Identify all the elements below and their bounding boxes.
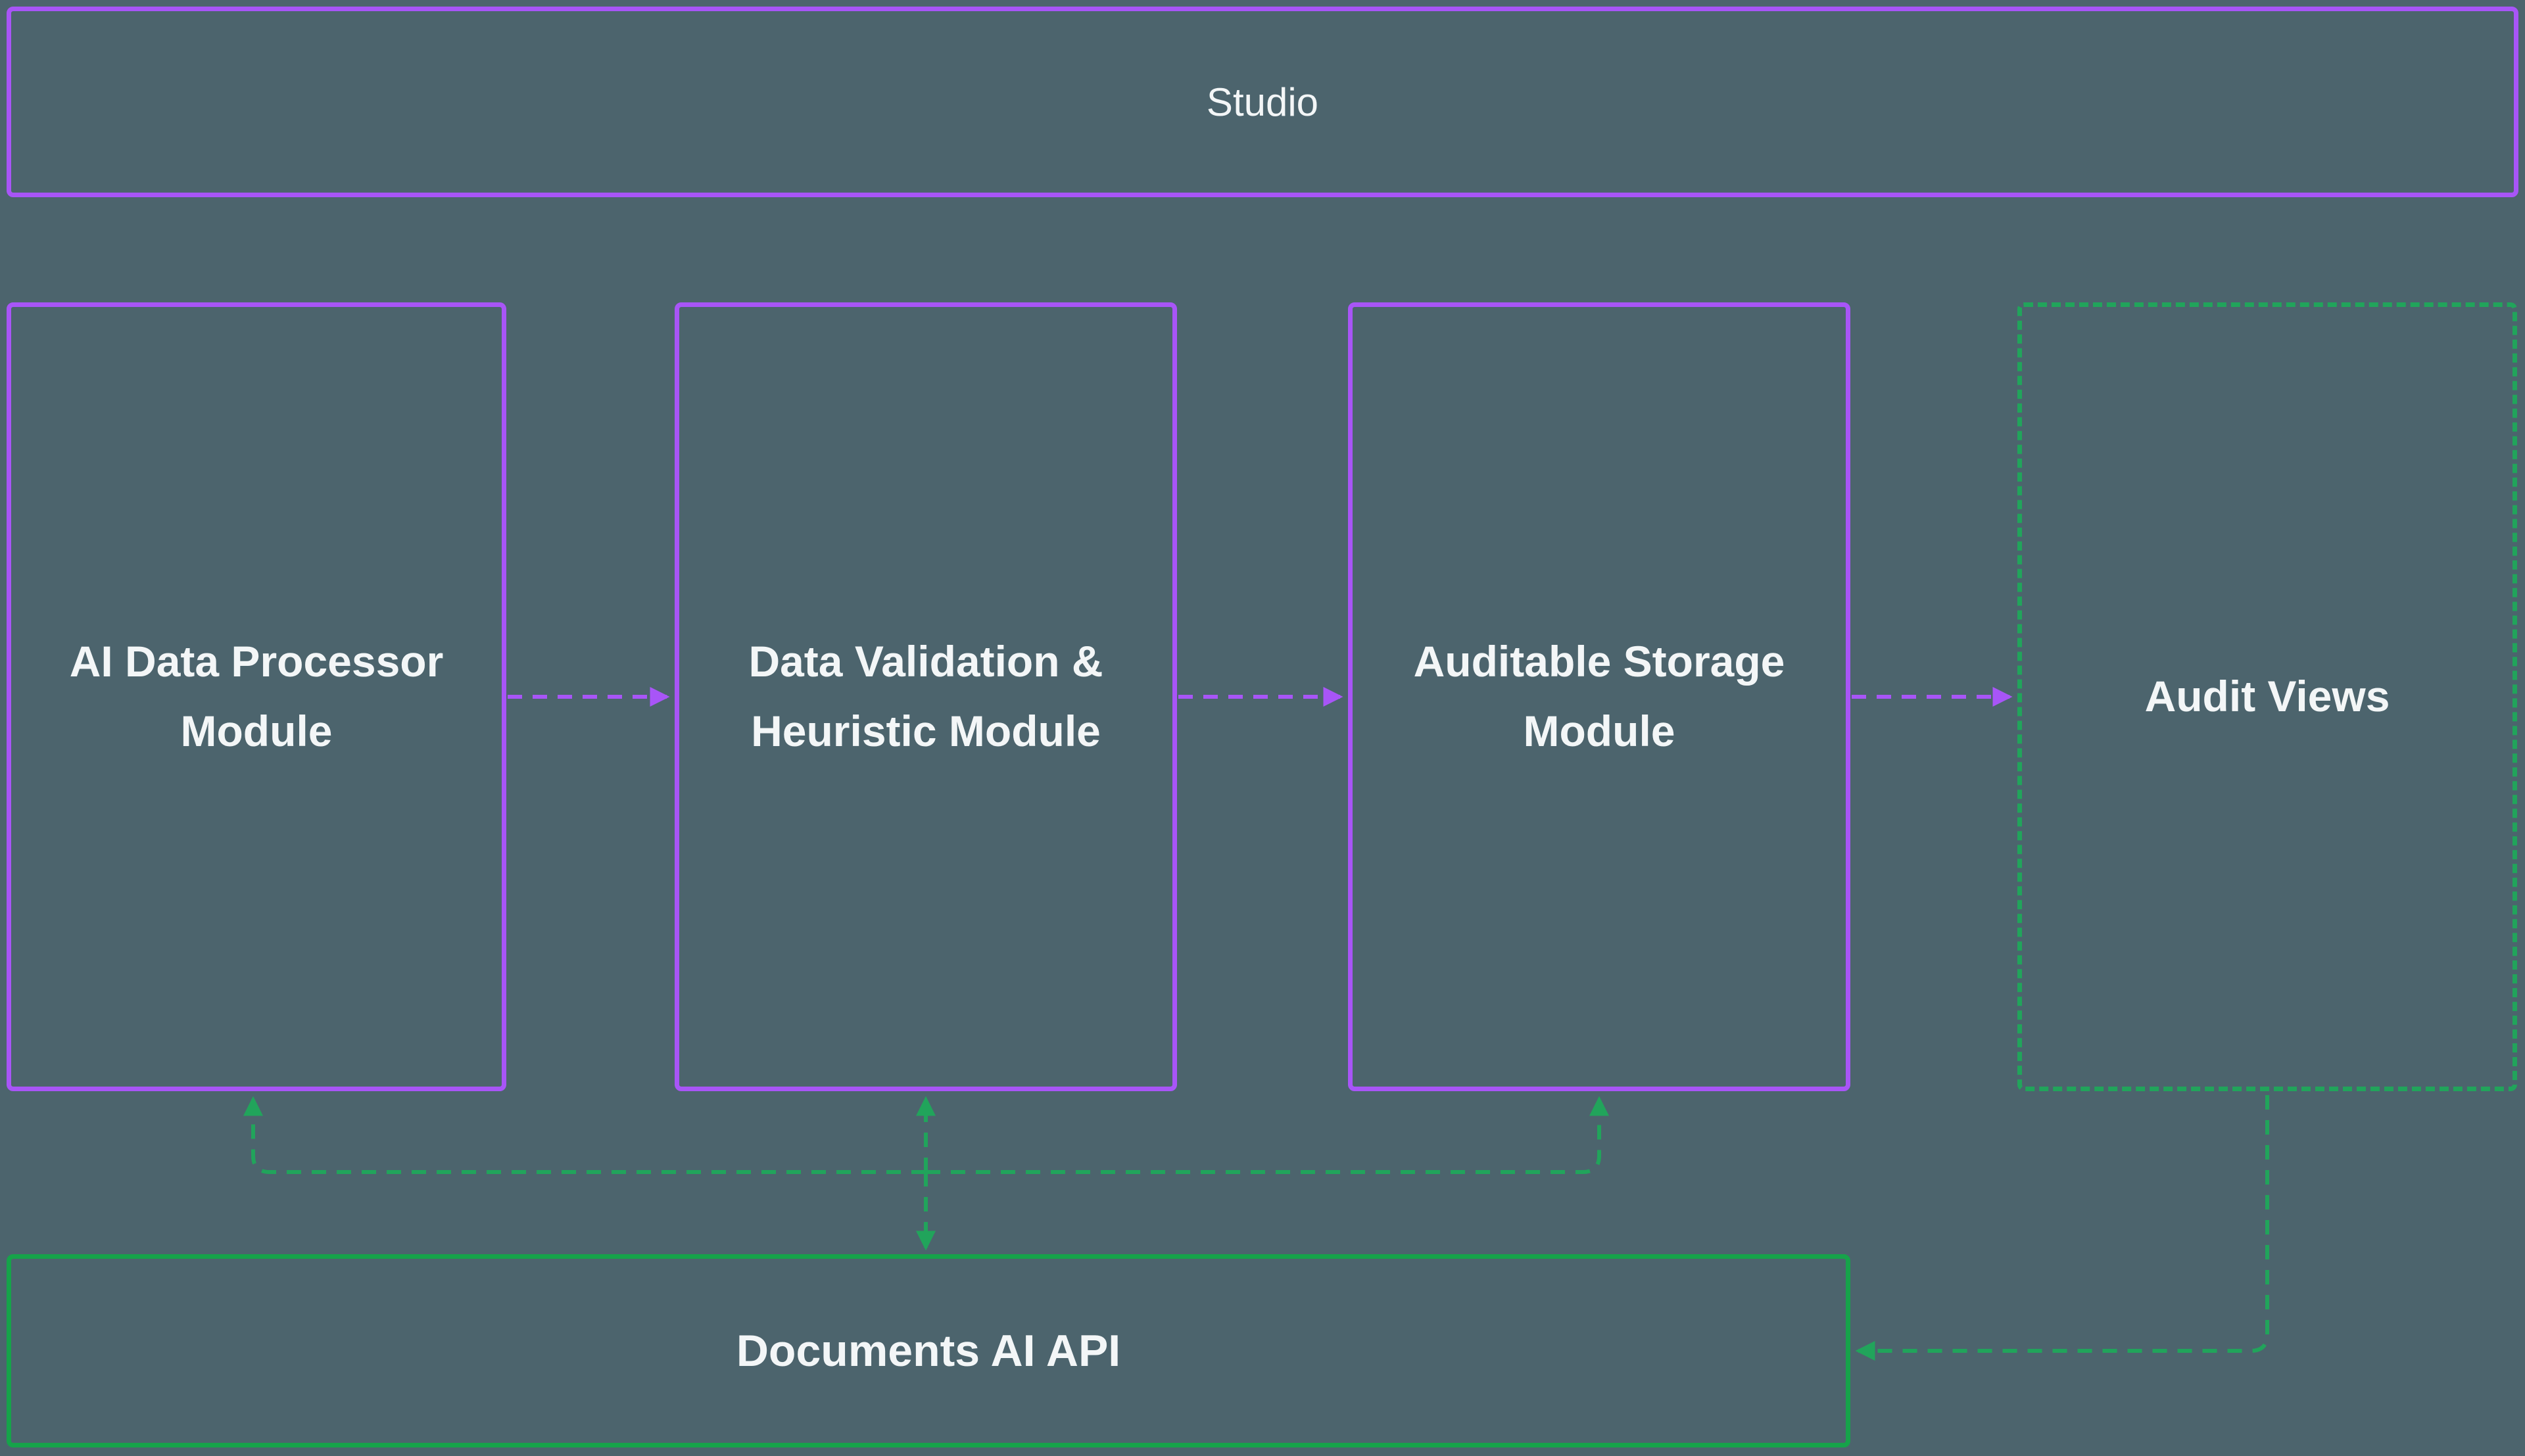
audit-views-node: Audit Views <box>2017 302 2517 1091</box>
arrow-bus-to-storage-module <box>926 1096 1609 1174</box>
ai-data-processor-module-node: AI Data Processor Module <box>7 302 506 1091</box>
audit-views-label: Audit Views <box>2144 672 2390 721</box>
ai-data-processor-module-label: AI Data Processor Module <box>69 637 444 755</box>
data-validation-heuristic-module-node: Data Validation & Heuristic Module <box>675 302 1177 1091</box>
documents-ai-api-node: Documents AI API <box>7 1254 1850 1447</box>
auditable-storage-module-label: Auditable Storage Module <box>1413 637 1785 755</box>
data-validation-heuristic-module-label: Data Validation & Heuristic Module <box>748 637 1103 755</box>
auditable-storage-module-node: Auditable Storage Module <box>1348 302 1850 1091</box>
documents-ai-api-label: Documents AI API <box>736 1326 1121 1376</box>
arrow-auditviews-to-api <box>1855 1095 2269 1361</box>
studio-node: Studio <box>7 7 2518 197</box>
arrow-bus-to-processor-module <box>243 1096 926 1174</box>
studio-label: Studio <box>1206 80 1319 124</box>
